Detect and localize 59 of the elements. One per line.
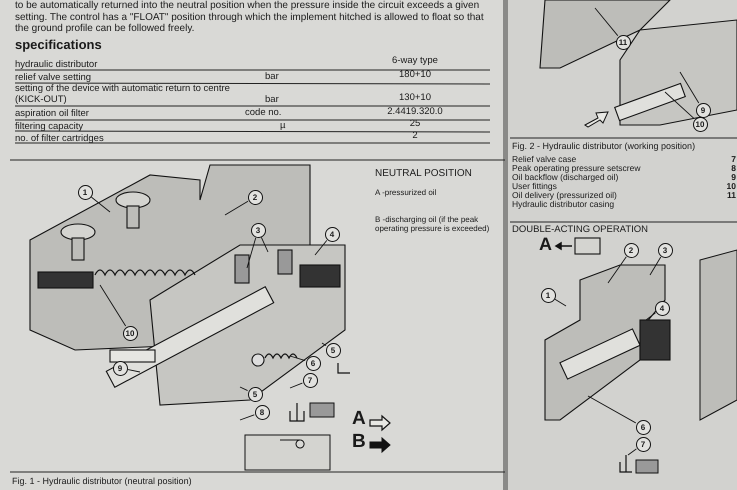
- part-list-item: Hydraulic distributor casing: [512, 199, 614, 209]
- spec-name: no. of filter cartridges: [15, 133, 104, 144]
- leader-line: [322, 342, 327, 346]
- spec-unit: bar: [265, 94, 279, 105]
- figure-heading: NEUTRAL POSITION: [375, 168, 472, 179]
- spec-value: 130+10: [399, 92, 431, 103]
- leader-line: [290, 382, 303, 388]
- part-number: 8: [731, 163, 736, 173]
- section-heading: specifications: [15, 37, 102, 52]
- leader-line: [260, 237, 268, 252]
- spec-unit: code no.: [245, 107, 282, 118]
- figure-caption: Fig. 1 - Hydraulic distributor (neutral position): [12, 476, 192, 486]
- part-number: 9: [731, 172, 736, 182]
- spec-name: relief valve setting: [15, 72, 92, 83]
- leader-line: [314, 240, 328, 256]
- spec-value: 2.4419.320.0: [387, 106, 443, 117]
- part-number: 11: [727, 190, 736, 200]
- leader-line: [240, 386, 248, 391]
- spec-name: aspiration oil filter: [15, 108, 89, 119]
- leader-line: [224, 200, 248, 216]
- figure-heading: DOUBLE-ACTING OPERATION: [512, 224, 648, 235]
- flow-symbol-letter: B: [352, 431, 366, 452]
- spec-value: 2: [412, 130, 418, 141]
- spec-value: 180+10: [399, 69, 431, 80]
- leader-line: [646, 312, 656, 320]
- spec-value: 6-way type: [392, 55, 438, 66]
- leader-line: [664, 92, 694, 119]
- part-number: 7: [731, 154, 736, 164]
- part-list-item: Relief valve case: [512, 154, 576, 164]
- spec-value: 25: [410, 118, 420, 129]
- legend-text: A -pressurized oil: [375, 188, 436, 197]
- leader-line: [240, 414, 255, 420]
- leader-line: [90, 196, 110, 212]
- part-number: 10: [726, 181, 736, 191]
- leader-line: [628, 448, 637, 456]
- leader-line: [100, 284, 126, 326]
- flow-symbol-letter: A: [539, 234, 552, 254]
- figure-caption: Fig. 2 - Hydraulic distributor (working position): [512, 141, 696, 151]
- spec-unit: bar: [265, 71, 279, 82]
- leader-line: [650, 256, 662, 276]
- part-list-item: Peak operating pressure setscrew: [512, 163, 641, 173]
- part-list-item: Oil backflow (discharged oil): [512, 172, 618, 182]
- part-list-item: User fittings: [512, 181, 557, 191]
- spec-name: filtering capacity: [15, 121, 84, 132]
- leader-line: [554, 298, 566, 306]
- leader-line: [594, 8, 618, 36]
- spec-unit: µ: [280, 120, 286, 131]
- legend-text: B -discharging oil (if the peak operating pressure is exceeded): [375, 215, 490, 234]
- leader-line: [290, 356, 306, 362]
- part-list-item: Oil delivery (pressurized oil): [512, 190, 617, 200]
- flow-symbol-letter: A: [352, 408, 366, 429]
- body-paragraph: to be automatically returned into the neutral position when the pressure inside the circuit exceeds a given setting. The control has a "FLOAT" position through which the implement hitched is allowed to float so that the ground profile can be followed freely.: [15, 0, 484, 34]
- leader-line: [128, 369, 140, 372]
- spec-name: setting of the device with automatic return to centre (KICK-OUT): [15, 83, 230, 105]
- leader-line: [608, 256, 627, 284]
- spec-name: hydraulic distributor: [15, 59, 98, 70]
- leader-line: [680, 72, 700, 104]
- leader-line: [246, 237, 256, 268]
- leader-line: [588, 396, 636, 424]
